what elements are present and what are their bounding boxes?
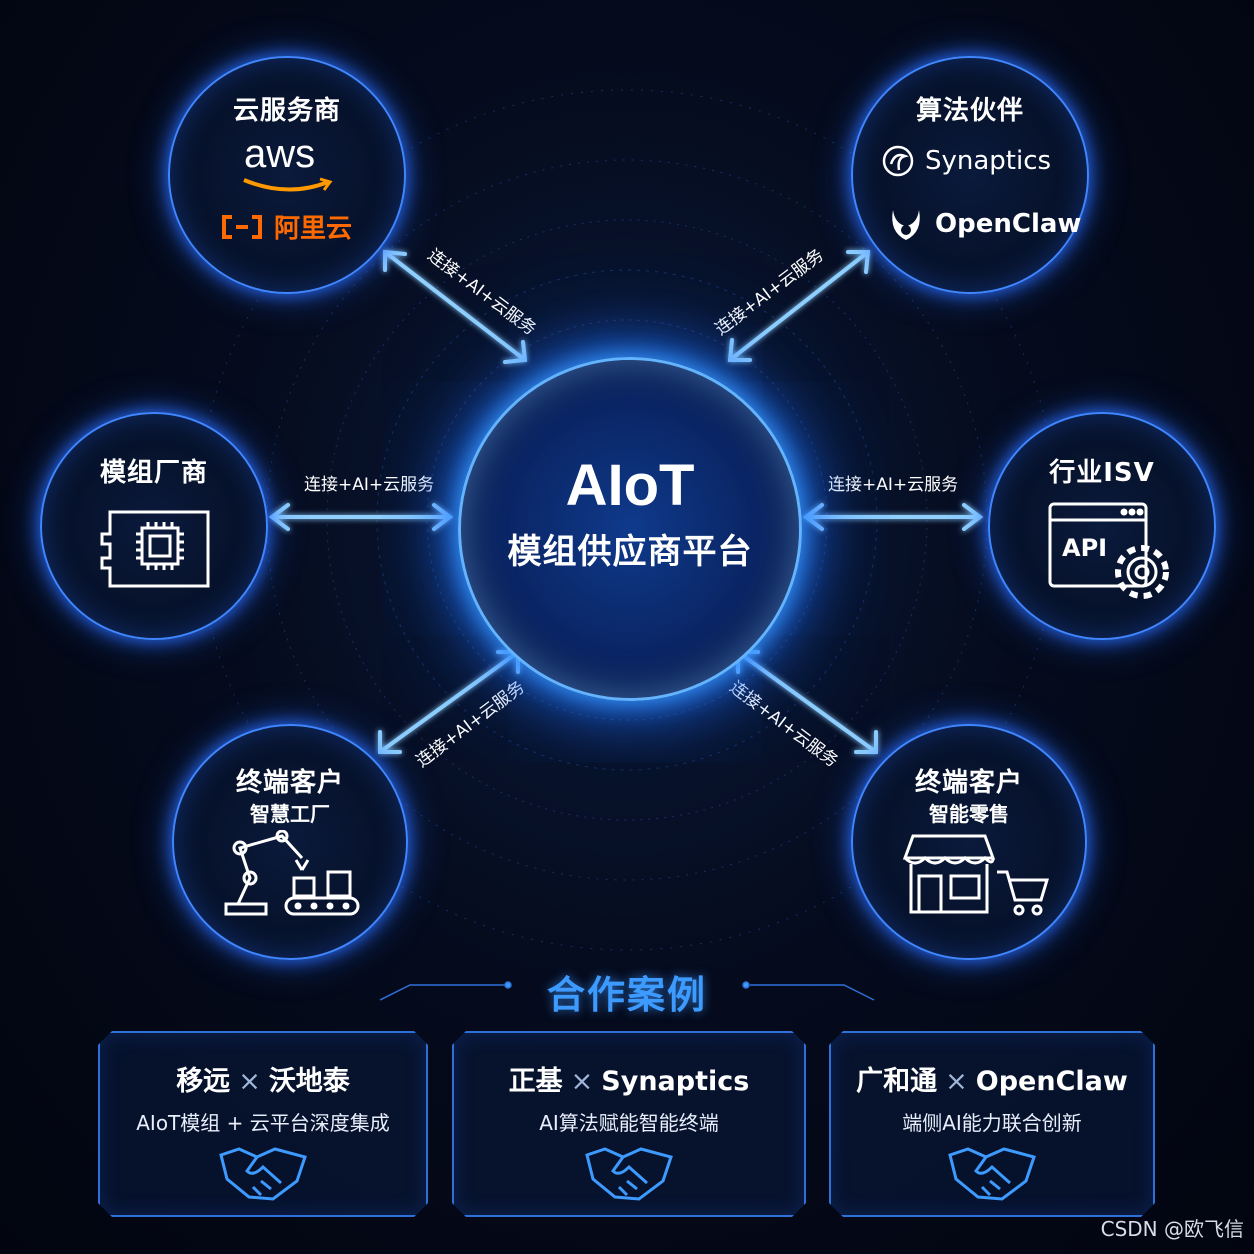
case-description: AI算法赋能智能终端 [539, 1111, 719, 1135]
arrow-retail [736, 650, 878, 754]
node-title: 算法伙伴 [915, 96, 1024, 126]
case-card-2: 正基×Synaptics AI算法赋能智能终端 [452, 1031, 806, 1217]
node-industry-isv: 行业ISV API [988, 412, 1216, 640]
node-module-vendor: 模组厂商 [40, 412, 268, 640]
node-title: 云服务商 [232, 96, 341, 126]
link-label-module: 连接+AI+云服务 [304, 475, 435, 495]
link-label-isv: 连接+AI+云服务 [828, 475, 959, 495]
node-end-customer-retail: 终端客户 智能零售 [851, 724, 1087, 960]
node-title: 模组厂商 [99, 458, 208, 488]
node-end-customer-factory: 终端客户 智慧工厂 [172, 724, 408, 960]
node-cloud-provider: 云服务商 aws 阿里云 [168, 56, 406, 294]
node-algorithm-partner: 算法伙伴 Synaptics OpenClaw [851, 56, 1089, 294]
center-title: AIoT [565, 453, 695, 518]
arrow-factory [378, 650, 520, 754]
api-gear-icon [1048, 502, 1169, 599]
center-platform: AIoT 模组供应商平台 [458, 357, 802, 701]
synaptics-icon [882, 145, 914, 177]
aws-smile-icon [243, 177, 333, 192]
arrow-cloud [383, 250, 527, 362]
node-title: 终端客户 [235, 768, 344, 798]
chip-module-icon [100, 510, 210, 588]
watermark: CSDN @欧飞信 [1100, 1217, 1244, 1241]
center-subtitle: 模组供应商平台 [507, 532, 753, 572]
node-subtitle: 智能零售 [929, 802, 1009, 826]
handshake-icon [217, 1141, 309, 1205]
aws-logo: aws [244, 132, 316, 176]
case-title: 广和通×OpenClaw [856, 1066, 1128, 1097]
case-title: 移远×沃地泰 [176, 1066, 350, 1097]
robot-arm-icon [224, 830, 360, 916]
api-icon-text: API [1062, 534, 1108, 562]
openclaw-logo: OpenClaw [887, 204, 1081, 244]
case-card-3: 广和通×OpenClaw 端侧AI能力联合创新 [829, 1031, 1155, 1217]
handshake-icon [583, 1141, 675, 1205]
store-cart-icon [902, 834, 1049, 916]
node-subtitle: 智慧工厂 [250, 802, 330, 826]
node-title: 终端客户 [914, 768, 1023, 798]
aliyun-icon [222, 214, 262, 239]
case-card-1: 移远×沃地泰 AIoT模组 + 云平台深度集成 [98, 1031, 428, 1217]
arrow-algo [728, 250, 870, 362]
synaptics-logo: Synaptics [881, 144, 1051, 178]
case-description: AIoT模组 + 云平台深度集成 [136, 1111, 390, 1135]
case-title: 正基×Synaptics [508, 1066, 750, 1097]
case-description: 端侧AI能力联合创新 [902, 1111, 1082, 1135]
handshake-icon [946, 1141, 1038, 1205]
node-title: 行业ISV [1049, 458, 1155, 488]
openclaw-icon [892, 210, 920, 240]
aliyun-logo: 阿里云 [220, 208, 352, 245]
cases-title: 合作案例 [546, 973, 707, 1017]
